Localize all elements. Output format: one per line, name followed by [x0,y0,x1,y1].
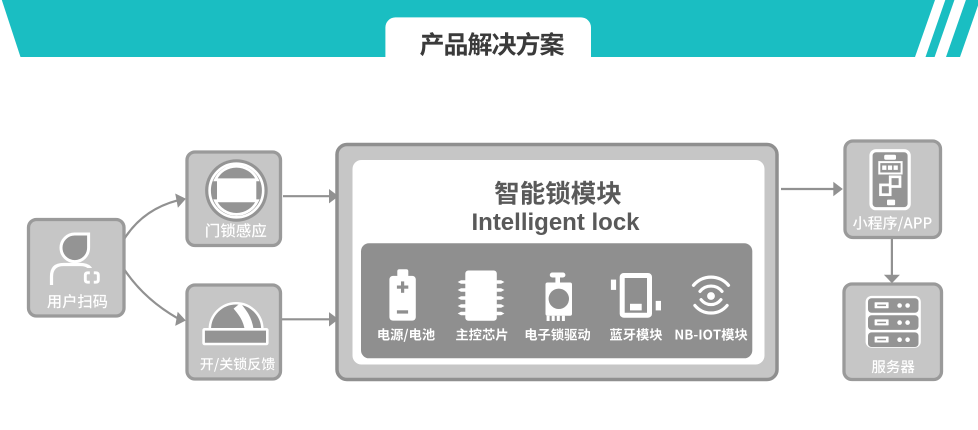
svg-text:Intelligent lock: Intelligent lock [471,209,640,236]
